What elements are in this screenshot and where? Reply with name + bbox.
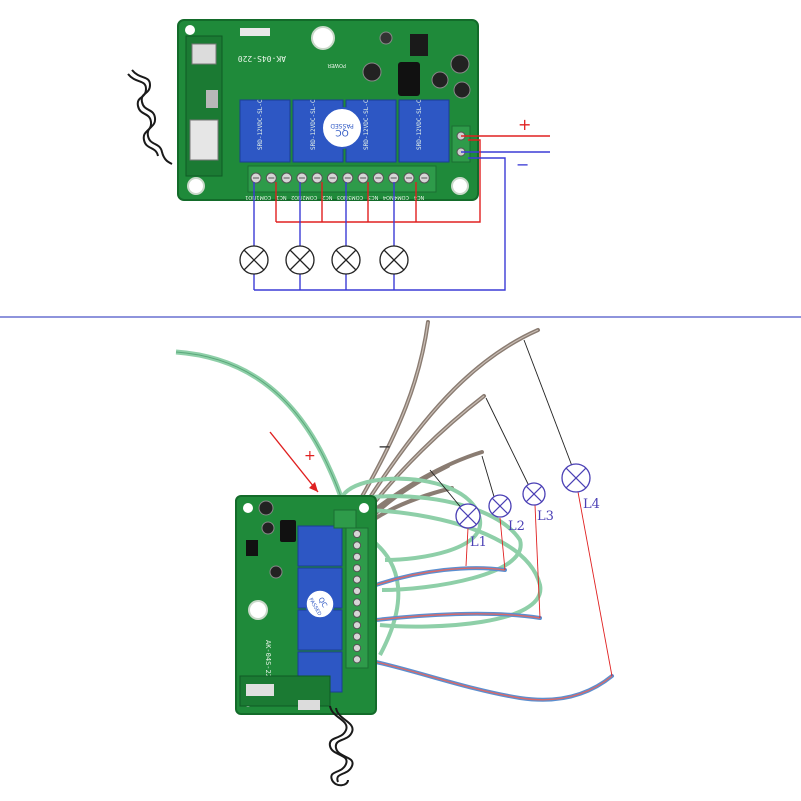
terminal-screw [352,575,362,584]
terminal-screw [352,598,362,607]
bottom-terminal-screws [352,529,362,664]
lamp-label: L3 [537,509,554,524]
ic-chip [410,34,428,56]
bottom-terminal-block [345,527,369,669]
top-diagram: SRD-12VDC-SL-C SRD-12VDC-SL-C SRD-12VDC-… [127,19,550,291]
terminal-screws [250,172,430,184]
svg-text:PASSED: PASSED [330,122,354,129]
lamp-label: L4 [583,497,600,512]
terminal-label: NO4 [383,194,394,200]
terminal-label: NC2 [322,194,332,200]
terminal-label: NC3 [368,194,378,200]
mounting-hole [187,177,205,195]
bottom-antenna-coil-icon [328,705,354,787]
terminal-screw [352,621,362,630]
bottom-power-terminal [333,509,357,529]
terminal-label: NC4 [414,194,424,200]
terminal-screw [352,586,362,596]
voltage-regulator [398,62,420,96]
terminal-label: COM2 [302,194,317,200]
qc-passed-sticker: QC PASSED [321,107,363,149]
terminal-screw [352,541,362,550]
relay-label: SRD-12VDC-SL-C [257,99,264,150]
power-label: POWER [327,62,346,68]
relay-label: SRD-12VDC-SL-C [363,99,370,150]
board-model-label: AK-04S-220 [238,54,286,63]
mounting-hole [185,25,195,35]
terminal-screw [352,632,362,641]
bottom-lamp-group: L1 L2 L3 L4 [455,463,600,550]
relay-label: SRD-12VDC-SL-C [416,99,423,150]
capacitor-icon [362,31,471,99]
antenna-coil-icon [127,69,173,165]
terminal-screw [352,655,362,664]
power-terminal [451,125,471,163]
return-blue-rail [254,157,506,291]
terminal-screw [352,643,362,653]
mounting-hole [451,177,469,195]
terminal-label: COM1 [256,194,271,200]
terminal-label: NC1 [276,194,286,200]
bottom-qc-sticker [305,589,335,619]
minus-sign: − [516,155,529,174]
plus-sign: + [518,115,531,134]
svg-text:QC: QC [335,127,348,137]
terminal-label: NO2 [291,194,302,200]
bottom-capacitors [246,500,296,579]
relay-label: SRD-12VDC-SL-C [310,99,317,150]
lamp-lead-lines [429,339,573,511]
positive-arrow [269,431,319,493]
terminal-screw [352,609,362,618]
mounting-hole [311,26,335,50]
lamp-group [239,182,417,290]
terminal-label: COM3 [348,194,363,200]
green-feed-wire [175,349,349,516]
lamp-return-lines [465,491,613,677]
lamp-label: L2 [508,519,525,534]
bottom-board-model: AK-04S-220 [264,640,272,682]
terminal-label: NO3 [337,194,348,200]
common-red-rail [276,139,481,223]
terminal-screw [352,552,362,561]
bottom-minus-sign: − [378,437,391,456]
lamp-label: L1 [470,535,487,550]
terminal-label: COM4 [394,194,409,200]
bottom-plus-sign: + [304,448,316,464]
terminal-screw [352,529,362,539]
terminal-screw [352,564,362,573]
ic-chip [240,28,270,36]
bottom-photo: + − L1 L2 L3 L4 [175,320,614,787]
terminal-label: NO1 [245,194,256,200]
